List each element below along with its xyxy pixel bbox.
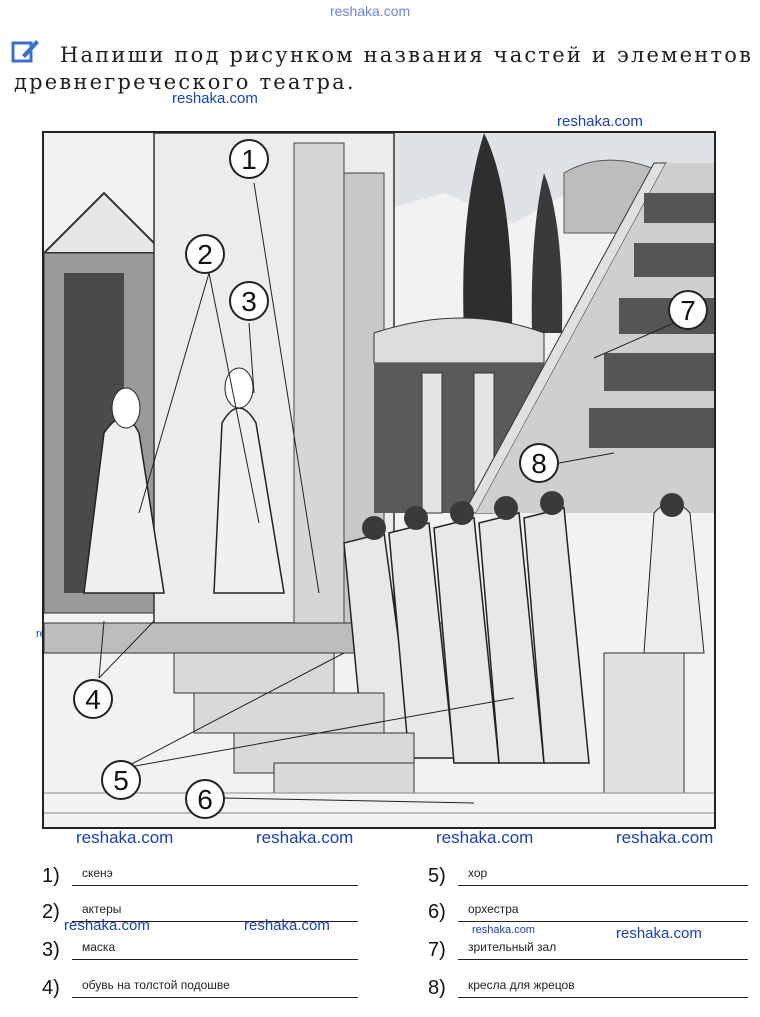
answer-line bbox=[72, 921, 358, 922]
pencil-square-icon bbox=[11, 40, 39, 63]
answer-1: 1) скенэ bbox=[42, 850, 358, 890]
answer-value: актеры bbox=[82, 902, 122, 916]
answer-line bbox=[458, 959, 748, 960]
watermark: reshaka.com bbox=[172, 90, 258, 107]
callout-4: 4 bbox=[73, 679, 113, 719]
answer-value: маска bbox=[82, 940, 116, 954]
watermark: reshaka.com bbox=[76, 828, 174, 847]
answer-line bbox=[458, 921, 748, 922]
answer-value: скенэ bbox=[82, 866, 113, 880]
answer-number: 3) bbox=[42, 939, 60, 961]
answer-number: 2) bbox=[42, 901, 60, 923]
callout-5: 5 bbox=[101, 760, 141, 800]
theatre-illustration bbox=[42, 131, 716, 829]
callout-1: 1 bbox=[229, 139, 269, 179]
answer-number: 7) bbox=[428, 939, 446, 961]
watermark: reshaka.com bbox=[256, 828, 354, 847]
watermark: reshaka.com bbox=[436, 828, 534, 847]
task-instruction: Напиши под рисунком названия частей и эл… bbox=[14, 43, 754, 94]
answer-4: 4) обувь на толстой подошве bbox=[42, 962, 358, 1002]
answer-number: 8) bbox=[428, 977, 446, 999]
callout-2: 2 bbox=[185, 234, 225, 274]
answer-5: 5) хор bbox=[428, 850, 748, 890]
answer-number: 6) bbox=[428, 901, 446, 923]
watermark: reshaka.com bbox=[330, 3, 411, 19]
answer-number: 4) bbox=[42, 977, 60, 999]
answer-line bbox=[72, 959, 358, 960]
watermark: reshaka.com bbox=[616, 925, 702, 942]
answer-value: зрительный зал bbox=[468, 940, 557, 954]
watermark: reshaka.com bbox=[472, 924, 535, 936]
answer-number: 5) bbox=[428, 865, 446, 887]
callout-3: 3 bbox=[229, 281, 269, 321]
answer-line bbox=[458, 997, 748, 998]
answer-line bbox=[72, 885, 358, 886]
answer-value: кресла для жрецов bbox=[468, 978, 575, 992]
answer-6: 6) орхестра bbox=[428, 886, 748, 926]
answer-7: 7) зрительный зал bbox=[428, 924, 748, 964]
answer-value: хор bbox=[468, 866, 488, 880]
answer-value: обувь на толстой подошве bbox=[82, 978, 230, 992]
answer-3: 3) маска bbox=[42, 924, 358, 964]
callout-6: 6 bbox=[185, 779, 225, 819]
watermark: reshaka.com bbox=[616, 828, 714, 847]
answer-8: 8) кресла для жрецов bbox=[428, 962, 748, 1002]
answer-line bbox=[72, 997, 358, 998]
answer-line bbox=[458, 885, 748, 886]
watermark: reshaka.com bbox=[557, 113, 643, 130]
callout-8: 8 bbox=[519, 443, 559, 483]
callout-7: 7 bbox=[668, 290, 708, 330]
answer-2: 2) актеры bbox=[42, 886, 358, 926]
answer-number: 1) bbox=[42, 865, 60, 887]
answer-value: орхестра bbox=[468, 902, 519, 916]
